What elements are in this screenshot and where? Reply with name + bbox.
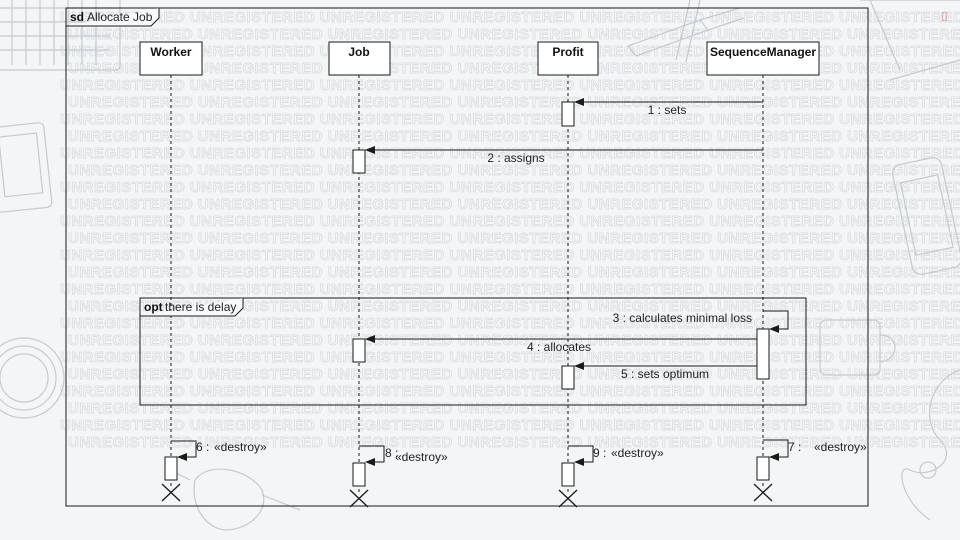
lifeline-sequencemanager-name: SequenceManager: [710, 45, 816, 59]
watermark-row: UNREGISTERED UNREGISTERED UNREGISTERED U…: [68, 230, 960, 247]
destroy-profit-stereotype: «destroy»: [611, 446, 664, 460]
lifeline-sequencemanager[interactable]: SequenceManager: [706, 41, 820, 488]
pen-sketch: [627, 7, 745, 57]
frame-title: Allocate Job: [87, 10, 153, 24]
destroy-sequencemanager[interactable]: 7 : «destroy»: [753, 439, 867, 502]
opt-fragment[interactable]: opt there is delay: [139, 297, 807, 406]
watermark-row: UNREGISTERED UNREGISTERED UNREGISTERED U…: [60, 349, 960, 366]
tablet-sketch: [0, 122, 53, 213]
watermark-row: UNREGISTERED UNREGISTERED UNREGISTERED U…: [68, 298, 960, 315]
destroy-profit-num: 9 :: [593, 446, 606, 460]
message-5-label: 5 : sets optimum: [621, 367, 709, 381]
watermark-row: UNREGISTERED UNREGISTERED UNREGISTERED U…: [60, 77, 960, 94]
lifeline-worker-name: Worker: [150, 45, 191, 59]
coffee-cup-sketch: [0, 337, 65, 419]
message-2-label: 2 : assigns: [487, 151, 544, 165]
watermark-row: UNREGISTERED UNREGISTERED UNREGISTERED U…: [60, 417, 960, 434]
activation-seq-3: [756, 328, 770, 380]
pencil-sketch: [675, 0, 701, 63]
destroy-worker-num: 6 :: [196, 440, 209, 454]
message-3-label: 3 : calculates minimal loss: [613, 311, 752, 325]
activation-job-4: [352, 338, 366, 363]
watermark-row: UNREGISTERED UNREGISTERED UNREGISTERED U…: [68, 94, 960, 111]
corner-marker-icon: ⌷: [940, 10, 948, 25]
watermark-row: UNREGISTERED UNREGISTERED UNREGISTERED U…: [68, 264, 960, 281]
lifeline-profit[interactable]: Profit: [537, 41, 599, 492]
watermark-row: UNREGISTERED UNREGISTERED UNREGISTERED U…: [60, 213, 960, 230]
destroy-worker-x-icon: [161, 483, 181, 502]
watermark-row: UNREGISTERED UNREGISTERED UNREGISTERED U…: [68, 128, 960, 145]
watermark-row: UNREGISTERED UNREGISTERED UNREGISTERED U…: [68, 26, 960, 43]
keyboard-sketch: [0, 0, 121, 71]
lifeline-profit-name: Profit: [552, 45, 583, 59]
notebook-sketch: [860, 0, 960, 81]
cup-sketch: [819, 319, 896, 376]
watermark-row: UNREGISTERED UNREGISTERED UNREGISTERED U…: [68, 366, 960, 383]
destroy-sequencemanager-x-icon: [753, 483, 773, 502]
activation-profit-1: [561, 101, 575, 127]
watermark-row: UNREGISTERED UNREGISTERED UNREGISTERED U…: [60, 9, 960, 26]
phone-sketch: [891, 157, 960, 275]
message-5[interactable]: 5 : sets optimum: [574, 362, 757, 381]
watermark-row: UNREGISTERED UNREGISTERED UNREGISTERED U…: [60, 383, 960, 400]
activation-profit-5: [561, 365, 575, 390]
watermark-row: UNREGISTERED UNREGISTERED UNREGISTERED U…: [60, 179, 960, 196]
lifeline-job[interactable]: Job: [328, 41, 391, 492]
lifeline-job-name: Job: [348, 45, 369, 59]
watermark-row: UNREGISTERED UNREGISTERED UNREGISTERED U…: [60, 111, 960, 128]
frame-keyword: sd: [70, 10, 84, 24]
diagram-frame: sd Allocate Job: [65, 7, 869, 507]
watermark-row: UNREGISTERED UNREGISTERED UNREGISTERED U…: [68, 400, 960, 417]
destroy-sequencemanager-stereotype: «destroy»: [814, 440, 867, 454]
destroy-job-stereotype: «destroy»: [395, 450, 448, 464]
watermark-row: UNREGISTERED UNREGISTERED UNREGISTERED U…: [68, 196, 960, 213]
message-1-label: 1 : sets: [648, 103, 687, 117]
watermark-row: UNREGISTERED UNREGISTERED UNREGISTERED U…: [68, 332, 960, 349]
destroy-worker-stereotype: «destroy»: [214, 440, 267, 454]
destroy-profit[interactable]: 9 : «destroy»: [558, 445, 664, 508]
watermark-row: UNREGISTERED UNREGISTERED UNREGISTERED U…: [60, 315, 960, 332]
watermark-pattern: UNREGISTERED UNREGISTERED UNREGISTERED U…: [60, 9, 960, 452]
watermark-row: UNREGISTERED UNREGISTERED UNREGISTERED U…: [68, 434, 960, 451]
destroy-job-x-icon: [349, 489, 369, 508]
lifeline-worker[interactable]: Worker: [139, 41, 203, 488]
message-2[interactable]: 2 : assigns: [365, 146, 763, 165]
earphones-sketch: [901, 369, 960, 521]
message-3[interactable]: 3 : calculates minimal loss: [613, 310, 789, 333]
message-4[interactable]: 4 : allocates: [365, 335, 757, 354]
watermark-row: UNREGISTERED UNREGISTERED UNREGISTERED U…: [60, 247, 960, 264]
fragment-guard: there is delay: [165, 300, 236, 314]
watermark-row: UNREGISTERED UNREGISTERED UNREGISTERED U…: [68, 162, 960, 179]
activation-job-2: [352, 149, 366, 174]
destroy-profit-x-icon: [558, 489, 578, 508]
destroy-job[interactable]: 8 : «destroy»: [349, 445, 448, 508]
destroy-sequencemanager-num: 7 :: [788, 440, 801, 454]
message-4-label: 4 : allocates: [527, 340, 591, 354]
fragment-operator: opt: [144, 300, 163, 314]
message-1[interactable]: 1 : sets: [574, 98, 763, 117]
watermark-row: UNREGISTERED UNREGISTERED UNREGISTERED U…: [60, 281, 960, 298]
destroy-worker[interactable]: 6 : «destroy»: [161, 440, 267, 502]
watermark-row: UNREGISTERED UNREGISTERED UNREGISTERED U…: [60, 145, 960, 162]
destroy-job-num: 8 :: [385, 446, 398, 460]
